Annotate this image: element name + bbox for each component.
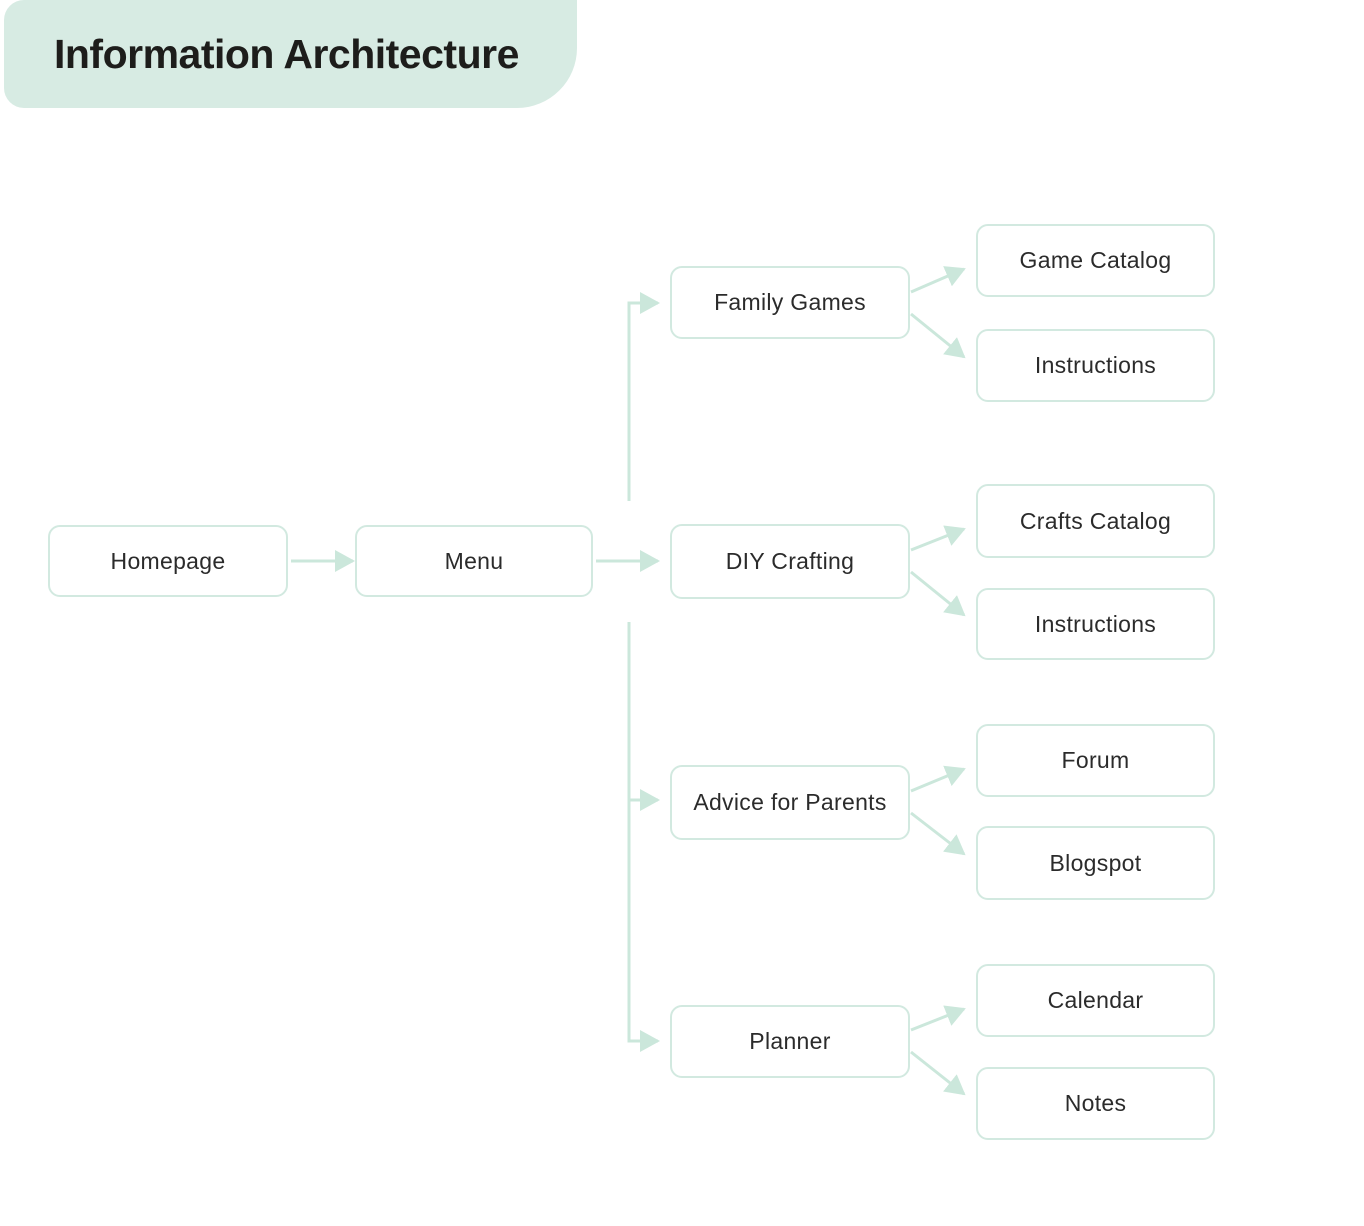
edge-advice-forum <box>910 765 966 793</box>
edge-planner-notes <box>910 1050 966 1096</box>
node-calendar: Calendar <box>976 964 1215 1037</box>
node-advice-for-parents: Advice for Parents <box>670 765 910 840</box>
node-planner: Planner <box>670 1005 910 1078</box>
node-instructions-games: Instructions <box>976 329 1215 402</box>
node-diy-crafting: DIY Crafting <box>670 524 910 599</box>
node-menu: Menu <box>355 525 593 597</box>
node-forum: Forum <box>976 724 1215 797</box>
title-banner: Information Architecture <box>4 0 577 108</box>
node-game-catalog: Game Catalog <box>976 224 1215 297</box>
edge-planner-calendar <box>910 1005 966 1032</box>
edge-menu-advice <box>627 622 660 811</box>
edge-menu-planner <box>627 800 660 1052</box>
node-crafts-catalog: Crafts Catalog <box>976 484 1215 558</box>
edge-menu-family-games <box>627 292 660 501</box>
node-instructions-crafts: Instructions <box>976 588 1215 660</box>
edge-diy-crafts-catalog <box>910 525 966 552</box>
edge-family-games-instructions <box>910 312 966 359</box>
node-family-games: Family Games <box>670 266 910 339</box>
node-homepage: Homepage <box>48 525 288 597</box>
node-notes: Notes <box>976 1067 1215 1140</box>
edge-diy-instructions <box>910 570 966 617</box>
edge-advice-blogspot <box>910 811 966 856</box>
node-blogspot: Blogspot <box>976 826 1215 900</box>
page-title: Information Architecture <box>54 30 519 77</box>
edge-family-games-catalog <box>910 266 966 294</box>
